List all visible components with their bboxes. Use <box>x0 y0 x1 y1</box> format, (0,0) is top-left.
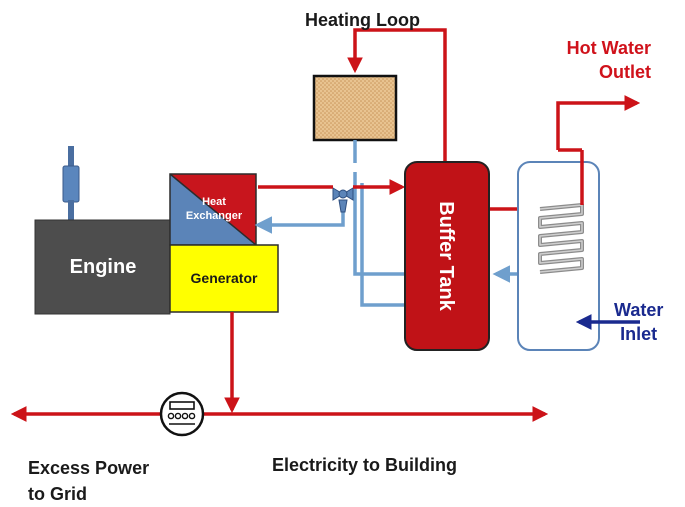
heat-exchanger <box>169 173 257 246</box>
electricity-to-building-label: Electricity to Building <box>272 455 458 475</box>
mixing-valve <box>332 187 354 213</box>
engine-block <box>34 219 171 315</box>
excess-power-label: Excess Power to Grid <box>28 458 150 504</box>
heating-coil <box>538 148 584 276</box>
radiator <box>312 74 398 142</box>
engine-label: Engine <box>70 256 137 278</box>
electric-lines <box>10 312 549 422</box>
generator <box>169 244 279 313</box>
water-inlet-label: Water Inlet <box>614 300 664 344</box>
exhaust-pipe <box>62 146 80 220</box>
buffer-tank <box>404 161 490 351</box>
heating-loop-label: Heating Loop <box>305 10 420 30</box>
generator-label: Generator <box>191 270 258 286</box>
electric-meter-icon <box>159 391 205 437</box>
heat-exchanger-label-line2: Exchanger <box>186 210 243 222</box>
heat-exchanger-label-line1: Heat <box>202 196 226 208</box>
hot-water-outlet-label: Hot Water Outlet <box>566 38 651 82</box>
buffer-tank-label: Buffer Tank <box>435 201 457 312</box>
